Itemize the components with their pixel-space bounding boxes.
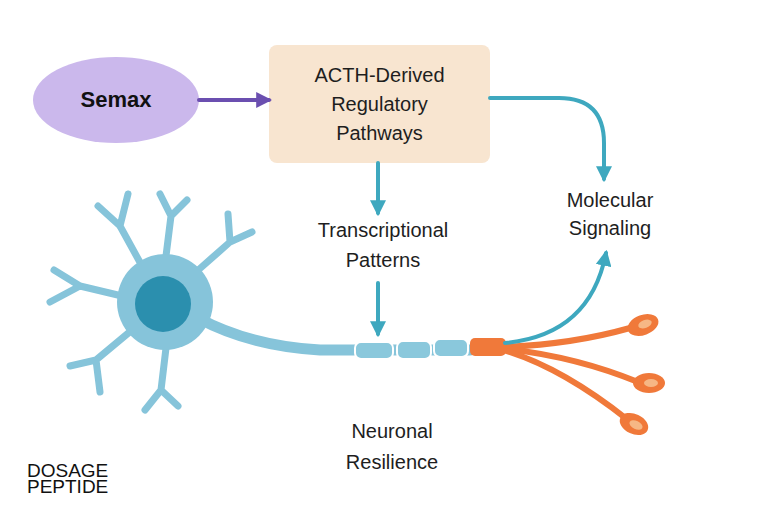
bouton-core — [628, 418, 644, 431]
arrow-connector — [199, 98, 269, 102]
watermark: DOSAGE PEPTIDE — [27, 463, 127, 495]
arrow-connector — [490, 98, 604, 179]
node-label: ACTH-Derived Regulatory Pathways — [305, 61, 455, 148]
bouton-core — [637, 318, 653, 330]
text-node: Molecular Signaling — [545, 185, 675, 243]
dendrites — [50, 194, 252, 410]
terminal-branch — [500, 328, 630, 347]
text-holder: Neuronal Resilience — [322, 416, 462, 478]
text-node: Transcriptional Patterns — [290, 215, 476, 275]
text-holder: Molecular Signaling — [545, 185, 675, 243]
dendrite — [160, 194, 187, 256]
node-label: Transcriptional Patterns — [290, 215, 476, 275]
node-label: Molecular Signaling — [545, 186, 675, 242]
bouton-core — [644, 379, 658, 387]
myelin-sheath — [434, 339, 468, 357]
dendrite — [145, 348, 178, 410]
process-box: ACTH-Derived Regulatory Pathways — [269, 45, 490, 163]
axon-terminals — [500, 328, 638, 420]
synaptic-bouton — [633, 373, 665, 393]
ellipse-fill — [33, 57, 199, 143]
text-node: Neuronal Resilience — [40, 180, 670, 480]
dendrite — [98, 194, 142, 266]
node-label: Neuronal Resilience — [322, 416, 462, 478]
nucleus — [135, 276, 191, 332]
dendrite — [196, 214, 252, 272]
synaptic-bouton — [625, 310, 662, 340]
text-holder: Semax — [33, 57, 199, 143]
myelin-sheath — [355, 342, 393, 359]
axon-hillock-segment — [470, 338, 506, 356]
arrow-connector — [376, 283, 380, 334]
text-holder: Transcriptional Patterns — [290, 215, 476, 275]
dendrite — [50, 270, 122, 302]
node-label: Semax — [81, 87, 152, 113]
terminal-branch — [500, 349, 628, 420]
synaptic-bouton — [616, 409, 652, 440]
arrow-connector — [376, 163, 380, 213]
soma — [117, 254, 213, 350]
dendrite — [70, 330, 132, 392]
myelin-sheath — [397, 341, 431, 359]
text-holder: ACTH-Derived Regulatory Pathways — [269, 45, 490, 163]
arrow-connector — [505, 253, 606, 343]
ellipse-node: Semax — [33, 57, 199, 143]
